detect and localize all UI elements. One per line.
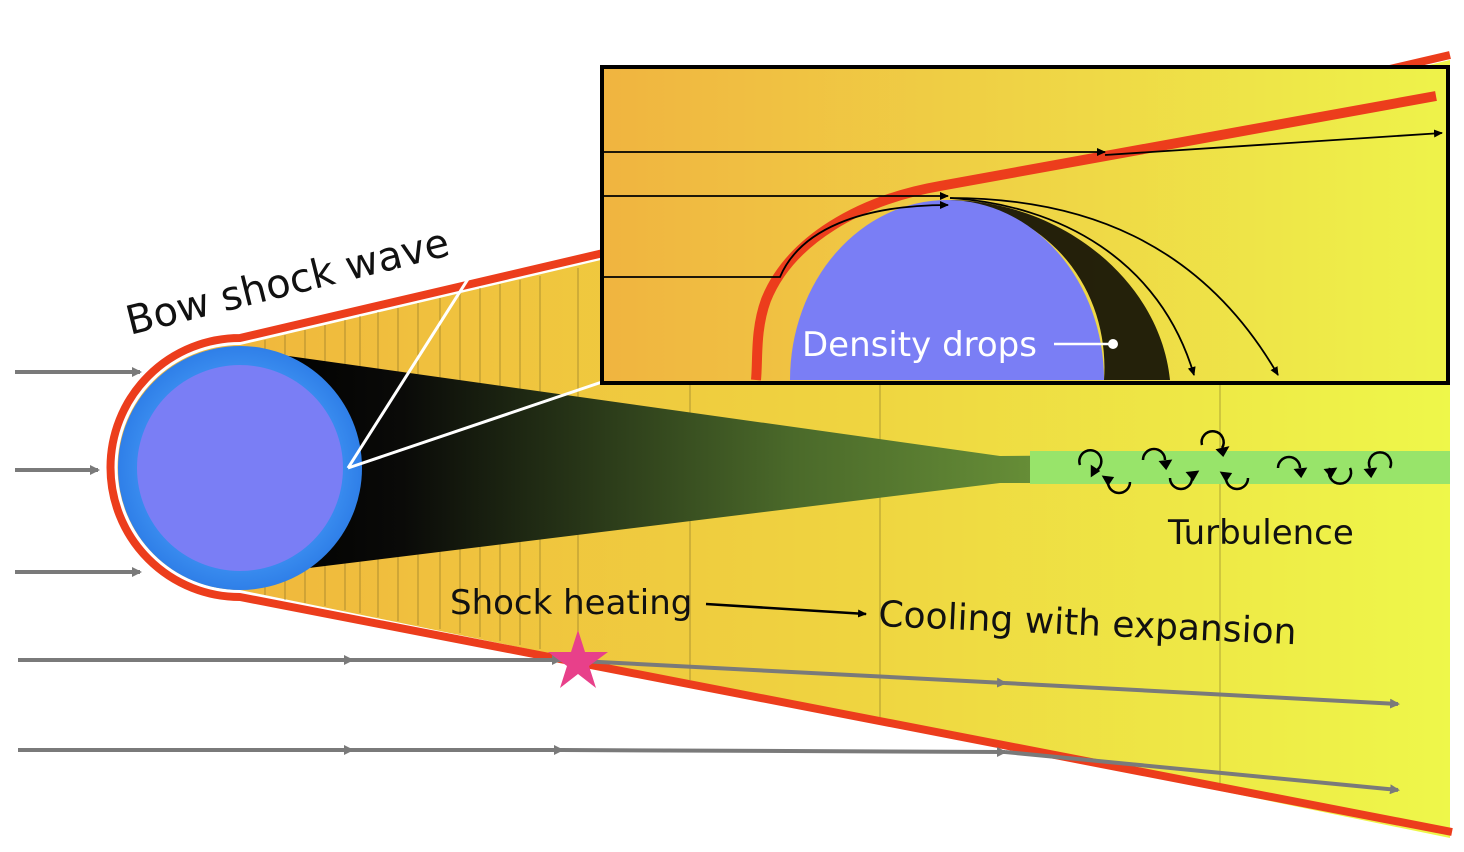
inset-object	[790, 200, 1104, 380]
inset-shock-front	[751, 91, 1437, 381]
eddy-icon	[1323, 467, 1353, 485]
eddy-icon	[1078, 449, 1103, 478]
eddy-icon	[1363, 451, 1393, 479]
streamlines-lower	[18, 655, 1400, 795]
zoom-connector	[346, 67, 604, 470]
eddy-icon	[1219, 471, 1250, 491]
inset-shadow	[948, 200, 1170, 380]
eddy-icon	[1101, 475, 1132, 495]
shock-heating-label: Shock heating	[450, 583, 692, 623]
turbulence-eddies	[1078, 430, 1393, 495]
inset-panel	[600, 65, 1450, 385]
incoming-flow-arrows	[15, 367, 142, 577]
object-body	[137, 365, 343, 571]
heating-to-cooling-arrow	[705, 602, 867, 618]
eddy-icon	[1141, 447, 1173, 471]
inset-streamlines	[604, 129, 1443, 376]
eddy-icon	[1200, 430, 1230, 458]
eddy-icon	[1276, 455, 1308, 479]
turbulence-label: Turbulence	[1167, 513, 1354, 553]
density-pointer-dot	[1108, 339, 1118, 349]
star-icon	[548, 630, 608, 688]
wake	[260, 352, 1450, 574]
eddy-icon	[1168, 470, 1200, 491]
bow-shock-front	[106, 51, 1453, 836]
density-drops-label: Density drops	[802, 325, 1037, 365]
